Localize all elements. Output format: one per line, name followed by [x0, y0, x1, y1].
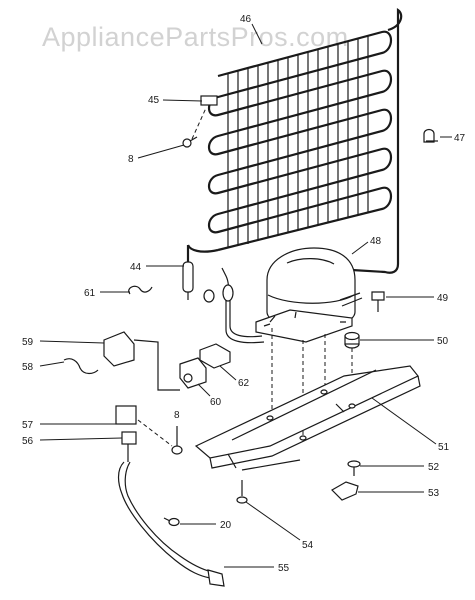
callout-52: 52 — [428, 462, 440, 473]
cord-clamp — [115, 405, 137, 425]
screw-8-lower — [171, 426, 183, 455]
callout-8-upper: 8 — [128, 154, 134, 165]
relay-cover — [103, 331, 135, 367]
callout-20: 20 — [220, 520, 232, 531]
callout-54: 54 — [302, 540, 314, 551]
callout-53: 53 — [428, 488, 440, 499]
callout-60: 60 — [210, 397, 222, 408]
cord-bushing — [121, 431, 137, 445]
callout-61: 61 — [84, 288, 96, 299]
condenser-bracket — [200, 95, 218, 106]
callout-59: 59 — [22, 337, 34, 348]
filter-drier — [182, 245, 194, 300]
bracket-53 — [331, 481, 359, 501]
cover-clip — [63, 358, 99, 375]
grommet-50 — [344, 331, 360, 349]
callout-44: 44 — [130, 262, 142, 273]
connecting-tubes — [203, 267, 265, 344]
watermark-text: AppliancePartsPros.com — [42, 22, 349, 52]
screw-20 — [163, 517, 180, 527]
screw-49 — [371, 291, 385, 312]
start-relay — [179, 357, 207, 389]
screw-54 — [236, 480, 248, 504]
callout-49: 49 — [437, 293, 449, 304]
callout-55: 55 — [278, 563, 290, 574]
callout-46: 46 — [240, 14, 252, 25]
relay-wire — [133, 339, 180, 391]
drier-clip — [128, 285, 153, 295]
callout-62: 62 — [238, 378, 250, 389]
callout-50: 50 — [437, 336, 449, 347]
overload-protector — [199, 343, 231, 369]
compressor — [255, 247, 363, 343]
callout-51: 51 — [438, 442, 450, 453]
callout-56: 56 — [22, 436, 34, 447]
callout-numbers: 46 45 47 8 48 44 61 49 59 50 58 62 60 8 … — [22, 14, 466, 574]
callout-57: 57 — [22, 420, 34, 431]
clip-47 — [423, 128, 438, 143]
power-cord — [117, 444, 225, 587]
callout-58: 58 — [22, 362, 34, 373]
condenser-coil — [186, 7, 403, 274]
callout-47: 47 — [454, 133, 466, 144]
callout-8-lower: 8 — [174, 410, 180, 421]
callout-48: 48 — [370, 236, 382, 247]
compressor-base-plate — [194, 365, 421, 471]
screw-52 — [347, 460, 361, 476]
leader-lines — [39, 23, 452, 568]
screw-8-upper — [182, 136, 198, 148]
callout-45: 45 — [148, 95, 160, 106]
